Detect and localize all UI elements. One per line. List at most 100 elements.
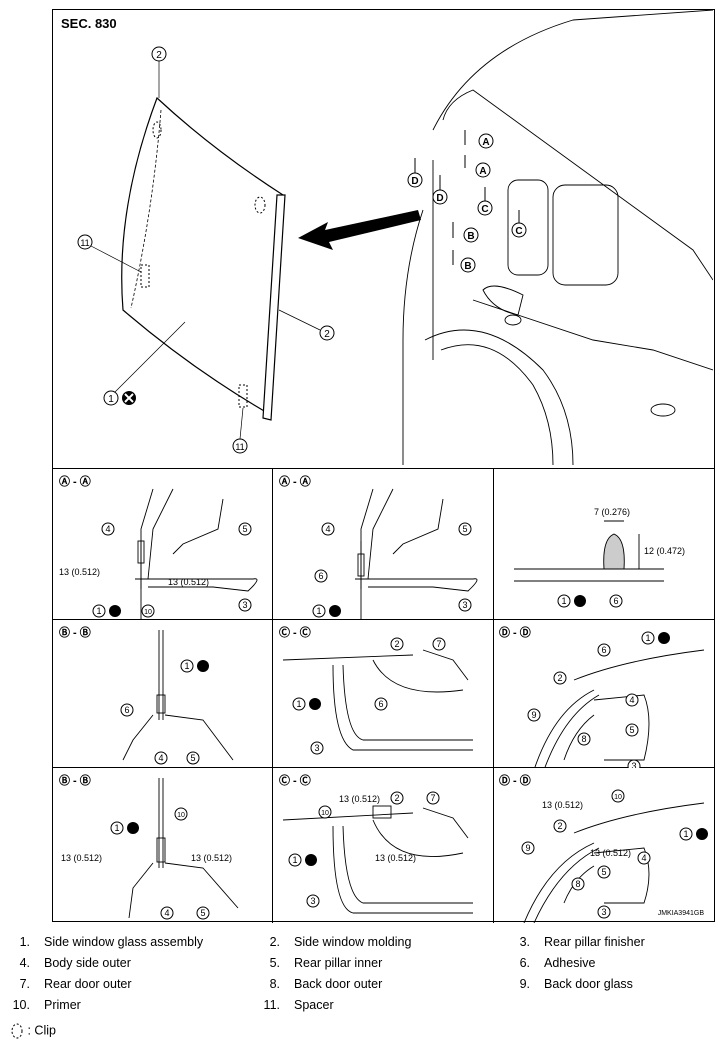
svg-text:1: 1 [645,633,650,643]
main-view: 2 11 2 1 11 A A D D C C B [77,10,713,465]
svg-text:2: 2 [394,639,399,649]
svg-text:C: C [481,204,488,215]
svg-text:4: 4 [164,908,169,918]
panel-label-d2: Ⓓ - Ⓓ [499,775,531,787]
legend-item: 8.Back door outer [269,977,383,991]
svg-text:10: 10 [614,794,622,801]
svg-text:5: 5 [200,908,205,918]
grid-line-2 [53,619,714,620]
molding-strip [262,194,286,421]
section-a-a-2: 4 5 6 3 1 [312,488,478,619]
legend-item: 3.Rear pillar finisher [519,935,645,949]
spacer-bottom [238,384,248,408]
legend-item: 6.Adhesive [519,956,596,970]
svg-text:6: 6 [124,705,129,715]
svg-text:2: 2 [324,329,330,340]
svg-text:2: 2 [557,673,562,683]
svg-text:2: 2 [557,821,562,831]
panel-label-a1: Ⓐ - Ⓐ [59,476,91,488]
diagram-frame: SEC. 830 2 11 2 1 11 [52,9,715,923]
svg-text:4: 4 [641,853,646,863]
panel-label-a2: Ⓐ - Ⓐ [279,476,311,488]
dim-13-a1-right: 13 (0.512) [168,577,209,587]
glass-inner-dashed [130,109,162,309]
dim-13-b2-right: 13 (0.512) [191,853,232,863]
section-d-d-1: 1 6 2 4 9 5 8 3 [527,631,705,768]
spacer-left [140,264,150,288]
dim-13-c2-top: 13 (0.512) [339,794,380,804]
svg-text:9: 9 [531,710,536,720]
svg-text:3: 3 [242,600,247,610]
section-c-c-1: 2 7 1 6 3 [282,637,473,755]
svg-text:D: D [411,176,418,187]
svg-text:5: 5 [601,867,606,877]
vehicle-outline [402,10,713,465]
panel-label-c2: Ⓒ - Ⓒ [279,775,311,787]
svg-text:3: 3 [601,907,606,917]
dim-13-d2-top: 13 (0.512) [542,800,583,810]
svg-text:4: 4 [105,524,110,534]
dim-13-d2-bottom: 13 (0.512) [590,848,631,858]
svg-text:1: 1 [292,855,297,865]
svg-text:1: 1 [683,829,688,839]
svg-text:7: 7 [430,793,435,803]
svg-text:C: C [515,226,522,237]
svg-text:4: 4 [629,695,634,705]
svg-text:11: 11 [235,442,244,452]
legend-item: 11.Spacer [263,998,334,1012]
callout-11-left: 11 [77,234,142,273]
pointer-arrow [298,210,421,250]
svg-text:3: 3 [462,600,467,610]
svg-text:4: 4 [325,524,330,534]
svg-text:7: 7 [436,639,441,649]
section-b-b-2: 1 10 13 (0.512) 13 (0.512) 4 5 [61,778,239,920]
legend-item: 7.Rear door outer [19,977,132,991]
svg-text:A: A [479,166,486,177]
grid-line-1 [53,468,714,469]
legend-item: 10.Primer [12,998,81,1012]
section-c-c-2: 13 (0.512) 2 7 10 13 (0.512) 1 3 [282,791,473,914]
clip-label: : Clip [27,1023,56,1038]
svg-text:1: 1 [316,606,321,616]
svg-text:5: 5 [462,524,467,534]
legend-item: 4.Body side outer [19,956,131,970]
svg-text:10: 10 [144,609,152,616]
panel-label-b2: Ⓑ - Ⓑ [59,775,91,787]
svg-text:8: 8 [581,734,586,744]
section-label: SEC. 830 [61,16,117,31]
svg-text:3: 3 [631,761,636,768]
svg-text:A: A [482,137,489,148]
legend-item: 5.Rear pillar inner [269,956,383,970]
svg-text:10: 10 [321,810,329,817]
callout-1: 1 [103,321,186,406]
legend-item: 1.Side window glass assembly [19,935,204,949]
svg-text:9: 9 [525,843,530,853]
svg-text:6: 6 [318,571,323,581]
svg-text:1: 1 [108,394,114,405]
dim-7: 7 (0.276) [594,507,630,517]
svg-text:6: 6 [378,699,383,709]
grid-line-3 [53,767,714,768]
svg-text:10: 10 [177,812,185,819]
section-b-b-1: 1 6 4 5 [120,630,234,765]
svg-text:6: 6 [601,645,606,655]
callout-11-bottom: 11 [232,407,248,454]
panel-label-d1: Ⓓ - Ⓓ [499,627,531,639]
image-code: JMKIA3941GB [657,910,704,917]
svg-text:D: D [436,193,443,204]
legend-item: 2.Side window molding [269,935,412,949]
panel-label-c1: Ⓒ - Ⓒ [279,627,311,639]
svg-text:5: 5 [190,753,195,763]
svg-text:2: 2 [394,793,399,803]
svg-text:1: 1 [561,596,566,606]
svg-text:3: 3 [314,743,319,753]
dim-12: 12 (0.472) [644,546,685,556]
svg-text:4: 4 [158,753,163,763]
clip-top [152,121,162,139]
svg-text:8: 8 [575,879,580,889]
adhesive-bead-detail: 7 (0.276) 12 (0.472) 1 6 [514,507,685,608]
svg-text:11: 11 [80,238,89,248]
svg-text:1: 1 [184,661,189,671]
svg-text:1: 1 [96,606,101,616]
dim-13-b2-left: 13 (0.512) [61,853,102,863]
